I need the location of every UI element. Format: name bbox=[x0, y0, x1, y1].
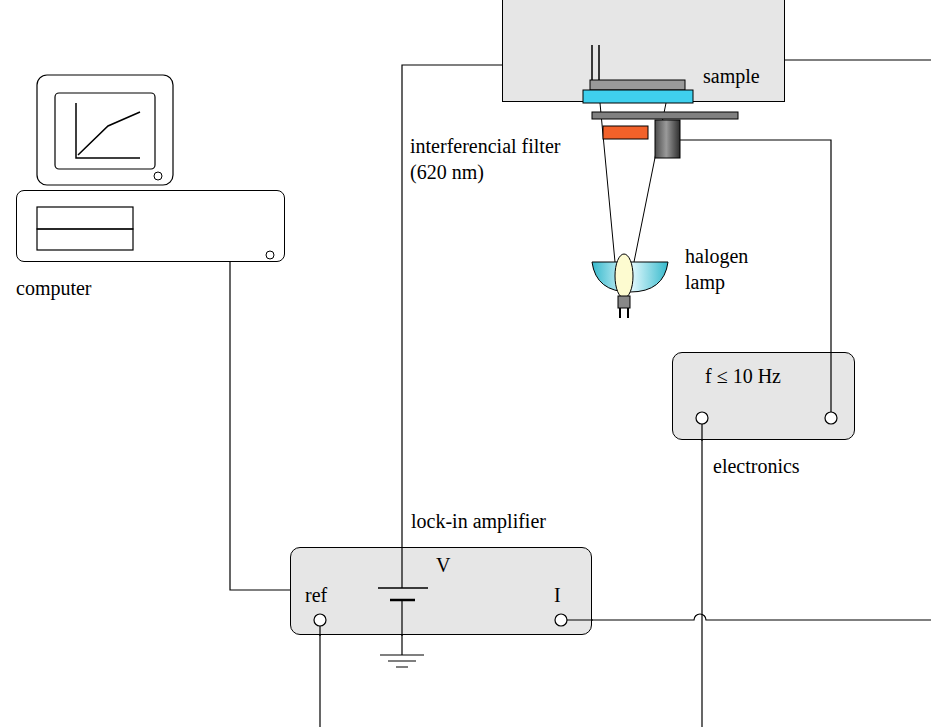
terminal-name: I bbox=[554, 584, 561, 607]
signal-wire bbox=[230, 262, 290, 590]
mount-plate bbox=[592, 112, 738, 119]
lamp-base bbox=[618, 296, 630, 308]
halogen-lamp-icon bbox=[592, 254, 668, 318]
lamp-bulb bbox=[615, 254, 633, 298]
part-label: halogen lamp bbox=[685, 243, 765, 295]
power-button bbox=[154, 172, 162, 180]
reference-wire bbox=[701, 440, 702, 727]
terminal bbox=[314, 614, 326, 626]
terminal-name: ref bbox=[305, 584, 327, 607]
terminal-wire bbox=[702, 352, 831, 441]
frequency-label: f ≤ 10 Hz bbox=[705, 365, 781, 388]
device-label: electronics bbox=[713, 455, 800, 478]
sample-holder: sample bbox=[502, 0, 785, 102]
lock-in-box: lock-in amplifierrefVI bbox=[290, 547, 592, 635]
electronics-box: f ≤ 10 Hzelectronics bbox=[672, 352, 855, 440]
device-label: sample bbox=[703, 65, 760, 88]
power-button bbox=[266, 251, 274, 259]
plot-curve bbox=[78, 112, 140, 155]
device-label: lock-in amplifier bbox=[411, 510, 546, 533]
sample-layer bbox=[590, 80, 685, 90]
sample-wire bbox=[785, 59, 931, 60]
substrate-layer bbox=[583, 90, 693, 103]
lamp-pins bbox=[620, 308, 628, 318]
ground-symbol bbox=[380, 655, 424, 667]
plot-axes bbox=[76, 103, 140, 158]
terminal bbox=[825, 412, 837, 424]
part-label: interferencial filter (620 nm) bbox=[410, 133, 580, 185]
electrode-wires bbox=[592, 45, 599, 80]
interference-filter bbox=[603, 126, 648, 139]
drive-bay bbox=[37, 229, 133, 250]
reference-wire bbox=[319, 635, 320, 727]
terminal bbox=[696, 412, 708, 424]
motor-wire bbox=[680, 140, 831, 352]
device-label: computer bbox=[16, 277, 92, 300]
chopper-motor bbox=[655, 120, 680, 158]
internal-wire bbox=[320, 547, 593, 636]
monitor-screen bbox=[55, 93, 155, 169]
monitor-frame bbox=[37, 75, 173, 185]
ground-wire bbox=[401, 635, 402, 655]
current-wire bbox=[592, 614, 931, 620]
computer-case: computer bbox=[16, 190, 285, 262]
monitor bbox=[37, 75, 173, 185]
terminal bbox=[555, 614, 567, 626]
drive-bay bbox=[37, 207, 133, 229]
computer-case-art bbox=[16, 190, 285, 262]
terminal-name: V bbox=[436, 554, 450, 577]
battery-plate bbox=[378, 587, 428, 589]
